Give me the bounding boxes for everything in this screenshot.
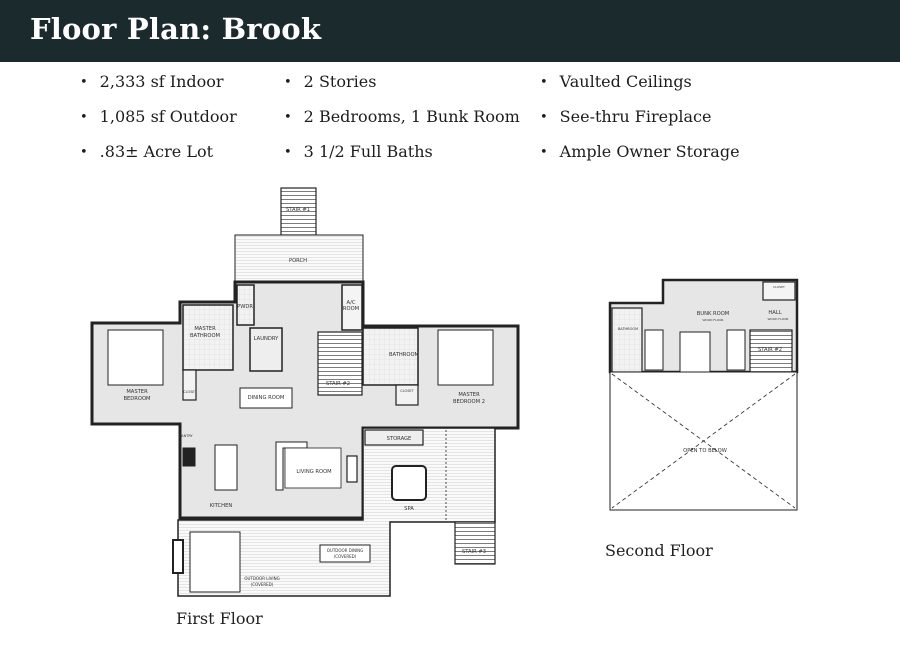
outdoor-dining-table — [319, 544, 371, 563]
room-label: A/C — [347, 300, 356, 306]
room-label: BATHROOM — [190, 333, 220, 339]
upper-bathroom — [611, 307, 643, 373]
room-label: STAIR #1 — [286, 207, 310, 213]
stair-2 — [317, 331, 363, 396]
second-floor-labels: BUNK ROOM WOOD FLOOR HALL WOOD FLOOR CLO… — [618, 285, 789, 454]
room-label: DINING ROOM — [248, 395, 285, 401]
ac-room — [341, 284, 363, 331]
room-label: STAIR #2 — [326, 381, 350, 387]
feature-item: 1,085 sf Outdoor — [80, 107, 237, 126]
range — [182, 447, 196, 467]
room-label: ROOM — [343, 306, 359, 312]
room-label: PORCH — [289, 258, 307, 264]
room-label: CLOSET — [773, 285, 785, 289]
fireplace — [346, 455, 358, 483]
room-label: (COVERED) — [251, 582, 274, 587]
bunk-bed — [679, 331, 711, 373]
laundry — [249, 327, 283, 372]
room-label: LIVING ROOM — [296, 469, 331, 475]
room-label: STAIR #2 — [758, 347, 782, 353]
feature-item: Ample Owner Storage — [540, 142, 740, 161]
closet-left — [182, 369, 197, 401]
diagonal-line — [611, 373, 796, 509]
feature-item: See-thru Fireplace — [540, 107, 712, 126]
room-label: PANTRY — [179, 434, 193, 438]
sofa — [275, 441, 308, 491]
room-label: HALL — [768, 310, 781, 316]
first-floor-caption: First Floor — [176, 609, 263, 628]
outdoor-seating — [189, 531, 241, 593]
room-label: CLOSET — [183, 390, 197, 394]
room-label: BATHROOM — [618, 327, 638, 331]
stair-3 — [454, 521, 496, 565]
second-floor-plan — [608, 278, 799, 511]
feature-item: 2 Stories — [284, 72, 377, 91]
bathroom — [362, 327, 419, 386]
room-label: STORAGE — [387, 436, 412, 442]
room-label: MASTER — [458, 392, 480, 398]
storage — [364, 429, 424, 446]
room-label: OPEN TO BELOW — [683, 448, 727, 454]
porch — [234, 234, 364, 283]
first-floor-plan — [90, 187, 520, 597]
feature-item: Vaulted Ceilings — [540, 72, 692, 91]
room-label: SPA — [404, 506, 414, 512]
room-label: BEDROOM — [123, 396, 150, 402]
master-bathroom — [182, 304, 234, 371]
bunk-bed — [726, 329, 746, 371]
header-bar: Floor Plan: Brook — [0, 0, 900, 62]
room-label: WOOD FLOOR — [767, 317, 788, 321]
room-label: OUTDOOR LIVING — [244, 576, 279, 581]
kitchen-island — [214, 444, 238, 491]
stair-1 — [280, 187, 317, 236]
page-title: Floor Plan: Brook — [30, 12, 322, 46]
room-label: PWDR — [237, 304, 253, 310]
room-label: LAUNDRY — [254, 336, 280, 342]
first-floor-labels: STAIR #1 PORCH PWDR A/C ROOM MASTER BATH… — [123, 207, 486, 587]
feature-item: .83± Acre Lot — [80, 142, 213, 161]
room-label: CLOSET — [400, 389, 414, 393]
bed — [437, 329, 494, 386]
closet-right — [395, 384, 419, 406]
room-label: BATHROOM — [389, 352, 419, 358]
second-floor-caption: Second Floor — [605, 541, 713, 560]
room-label: MASTER — [194, 326, 216, 332]
outdoor-fireplace — [172, 539, 184, 574]
dining-table — [239, 387, 293, 409]
room-label: BUNK ROOM — [697, 311, 730, 317]
rug — [284, 447, 342, 489]
room-label: WOOD FLOOR — [702, 318, 723, 322]
bunk-bed — [644, 329, 664, 371]
feature-item: 3 1/2 Full Baths — [284, 142, 433, 161]
room-label: (COVERED) — [334, 554, 357, 559]
upper-closet — [762, 281, 796, 301]
spa-tub — [391, 465, 427, 501]
powder-room — [236, 284, 255, 326]
feature-item: 2,333 sf Indoor — [80, 72, 224, 91]
room-label: OUTDOOR DINING — [327, 548, 363, 553]
feature-item: 2 Bedrooms, 1 Bunk Room — [284, 107, 520, 126]
room-label: STAIR #3 — [462, 549, 486, 555]
bed — [107, 329, 164, 386]
room-label: MASTER — [126, 389, 148, 395]
room-label: KITCHEN — [210, 503, 233, 509]
room-label: BEDROOM 2 — [453, 399, 485, 405]
